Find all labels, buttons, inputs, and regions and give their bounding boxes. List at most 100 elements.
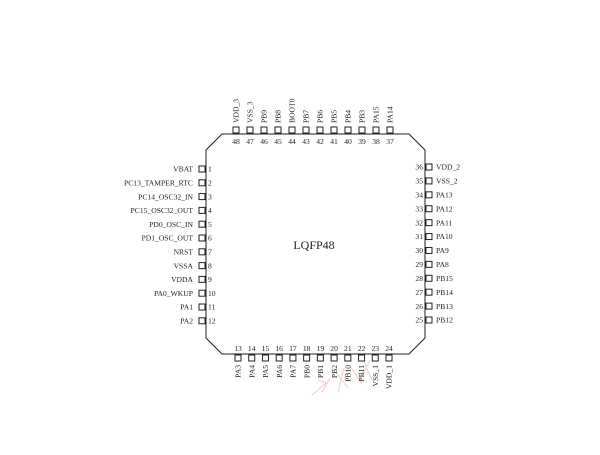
pin-name: PA2 bbox=[180, 317, 193, 326]
pin-name: PA9 bbox=[436, 246, 449, 255]
watermark bbox=[311, 359, 373, 396]
pin-pad bbox=[425, 274, 433, 282]
pin-name: PB2 bbox=[330, 365, 339, 378]
pin-number: 38 bbox=[372, 137, 380, 146]
pin-pad bbox=[425, 260, 433, 268]
pin-name: PD1_OSC_OUT bbox=[142, 234, 194, 243]
pin-number: 17 bbox=[289, 344, 297, 353]
pin-pad bbox=[198, 248, 206, 256]
pin-number: 9 bbox=[208, 275, 212, 284]
pin-name: PB8 bbox=[274, 110, 283, 123]
pin-pad bbox=[198, 317, 206, 325]
pin-name: VSSA bbox=[174, 261, 194, 270]
pin-number: 2 bbox=[208, 179, 212, 188]
pin-name: VDDA bbox=[171, 275, 193, 284]
pin-pad bbox=[425, 191, 433, 199]
pin-pad bbox=[425, 219, 433, 227]
pin-name: PB15 bbox=[436, 274, 453, 283]
pin-number: 39 bbox=[358, 137, 366, 146]
pin-name: VSS_1 bbox=[371, 365, 380, 387]
pin-name: PC15_OSC32_OUT bbox=[131, 206, 194, 215]
pin-number: 7 bbox=[208, 248, 212, 257]
pin-name: PD0_OSC_IN bbox=[149, 220, 193, 229]
pin-pad bbox=[316, 126, 324, 134]
pin-pad bbox=[198, 179, 206, 187]
pin-name: PB6 bbox=[316, 110, 325, 123]
pin-name: PB0 bbox=[302, 365, 311, 378]
pin-pad bbox=[198, 206, 206, 214]
pin-name: PA0_WKUP bbox=[154, 289, 193, 298]
pin-number: 21 bbox=[344, 344, 352, 353]
pin-pad bbox=[246, 126, 254, 134]
pin-number: 31 bbox=[415, 232, 423, 241]
pin-number: 23 bbox=[371, 344, 379, 353]
pin-pad bbox=[232, 126, 240, 134]
pin-pad bbox=[425, 233, 433, 241]
pin-pad bbox=[198, 220, 206, 228]
pin-number: 18 bbox=[303, 344, 311, 353]
pin-name: PA1 bbox=[180, 303, 193, 312]
pin-number: 34 bbox=[415, 191, 423, 200]
pin-pad bbox=[198, 234, 206, 242]
pin-number: 45 bbox=[274, 137, 282, 146]
pin-name: PB13 bbox=[436, 302, 453, 311]
pin-pad bbox=[330, 126, 338, 134]
pin-name: PB9 bbox=[260, 110, 269, 123]
pin-pad bbox=[288, 126, 296, 134]
pin-pad bbox=[275, 354, 283, 362]
pin-number: 12 bbox=[208, 317, 216, 326]
pin-name: PB4 bbox=[344, 110, 353, 123]
pin-name: PB5 bbox=[330, 110, 339, 123]
pin-pad bbox=[344, 126, 352, 134]
pin-pad bbox=[198, 193, 206, 201]
pin-number: 8 bbox=[208, 261, 212, 270]
pin-number: 43 bbox=[302, 137, 310, 146]
pin-number: 29 bbox=[415, 260, 423, 269]
pin-pad bbox=[198, 303, 206, 311]
pin-name: PB11 bbox=[357, 365, 366, 382]
chip-package-label: LQFP48 bbox=[293, 238, 334, 252]
pin-name: VDD_1 bbox=[385, 365, 394, 389]
pin-name: PA3 bbox=[234, 365, 243, 378]
pin-name: VBAT bbox=[173, 165, 193, 174]
pin-number: 10 bbox=[208, 289, 216, 298]
pin-pad bbox=[425, 177, 433, 185]
pin-number: 30 bbox=[415, 246, 423, 255]
pin-pad bbox=[385, 354, 393, 362]
pin-name: PA5 bbox=[261, 365, 270, 378]
pin-pad bbox=[330, 354, 338, 362]
pin-pad bbox=[302, 126, 310, 134]
pin-number: 27 bbox=[415, 288, 423, 297]
pin-name: VDD_3 bbox=[232, 99, 241, 123]
pin-pad bbox=[358, 354, 366, 362]
pin-pad bbox=[316, 354, 324, 362]
pin-pad bbox=[425, 288, 433, 296]
pin-number: 24 bbox=[385, 344, 393, 353]
pin-name: PA8 bbox=[436, 260, 449, 269]
pin-pad bbox=[372, 126, 380, 134]
pin-number: 35 bbox=[415, 177, 423, 186]
pin-pad bbox=[289, 354, 297, 362]
pin-name: PB1 bbox=[316, 365, 325, 378]
pins: 1VBAT2PC13_TAMPER_RTC3PC14_OSC32_IN4PC15… bbox=[124, 98, 460, 389]
pin-number: 6 bbox=[208, 234, 212, 243]
pin-name: VSS_3 bbox=[246, 101, 255, 123]
pin-name: PA11 bbox=[436, 218, 453, 227]
pin-name: PA4 bbox=[247, 365, 256, 378]
pin-pad bbox=[261, 354, 269, 362]
pin-number: 47 bbox=[246, 137, 254, 146]
pin-number: 25 bbox=[415, 316, 423, 325]
pin-number: 41 bbox=[330, 137, 338, 146]
pin-number: 26 bbox=[415, 302, 423, 311]
pin-pad bbox=[198, 262, 206, 270]
pin-name: PA12 bbox=[436, 204, 453, 213]
pin-pad bbox=[425, 302, 433, 310]
pin-name: PA6 bbox=[275, 365, 284, 378]
pin-name: PA10 bbox=[436, 232, 453, 241]
pin-number: 1 bbox=[208, 165, 212, 174]
pin-pad bbox=[198, 289, 206, 297]
pin-pad bbox=[425, 205, 433, 213]
pin-name: PC13_TAMPER_RTC bbox=[124, 179, 193, 188]
